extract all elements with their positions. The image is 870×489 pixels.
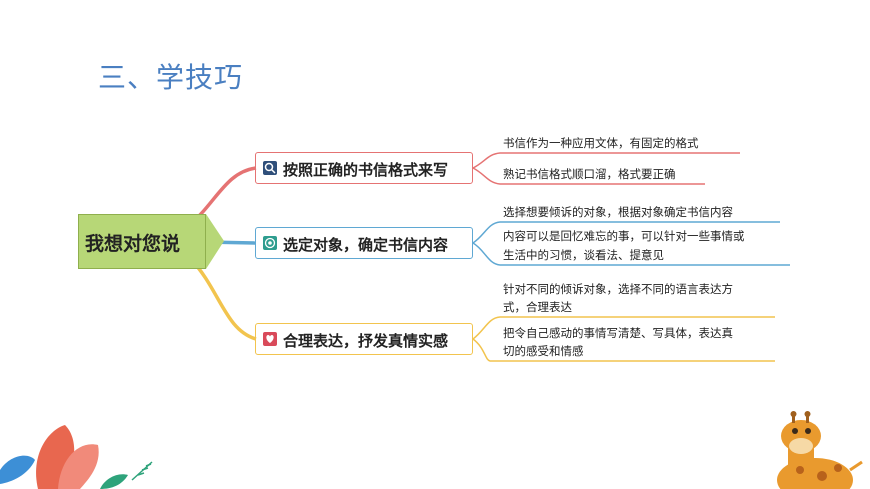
target-icon	[263, 236, 277, 250]
slide-title: 三、学技巧	[98, 61, 244, 94]
root-label: 我想对您说	[85, 233, 181, 255]
connector-leaf-1-2	[472, 167, 705, 185]
detail-text: 切的感受和情感	[503, 344, 584, 358]
branch-label: 选定对象，确定书信内容	[283, 236, 449, 254]
branch-content: 选定对象，确定书信内容	[255, 227, 473, 259]
detail-text: 内容可以是回忆难忘的事，可以针对一些事情或	[503, 229, 745, 243]
connector-leaf-1-1	[472, 152, 740, 169]
detail-text: 把令自己感动的事情写清楚、写具体，表达真	[503, 326, 733, 340]
detail-text: 选择想要倾诉的对象，根据对象确定书信内容	[503, 205, 733, 219]
connector-leaf-3-1	[472, 316, 775, 340]
detail-text: 针对不同的倾诉对象，选择不同的语言表达方	[503, 282, 733, 296]
connector-leaf-3-2	[472, 338, 775, 362]
heart-icon	[263, 332, 277, 346]
detail-text: 熟记书信格式顺口溜，格式要正确	[503, 167, 676, 181]
connector-leaf-2-1	[472, 221, 780, 244]
branch-label: 合理表达，抒发真情实感	[283, 332, 449, 350]
detail-text: 生活中的习惯，谈看法、提意见	[503, 248, 664, 262]
connector-leaf-2-2	[472, 242, 790, 266]
detail-text: 式，合理表达	[503, 300, 572, 314]
detail-text: 书信作为一种应用文体，有固定的格式	[503, 136, 699, 150]
connector-branch-3	[188, 256, 257, 341]
branch-label: 按照正确的书信格式来写	[283, 161, 449, 179]
branch-expression: 合理表达，抒发真情实感	[255, 323, 473, 355]
root-node: 我想对您说	[78, 214, 224, 269]
root-arrow	[206, 214, 224, 269]
branch-format: 按照正确的书信格式来写	[255, 152, 473, 184]
giraffe-icon	[777, 411, 863, 489]
decorative-leaves	[0, 425, 153, 489]
search-icon	[263, 161, 277, 175]
